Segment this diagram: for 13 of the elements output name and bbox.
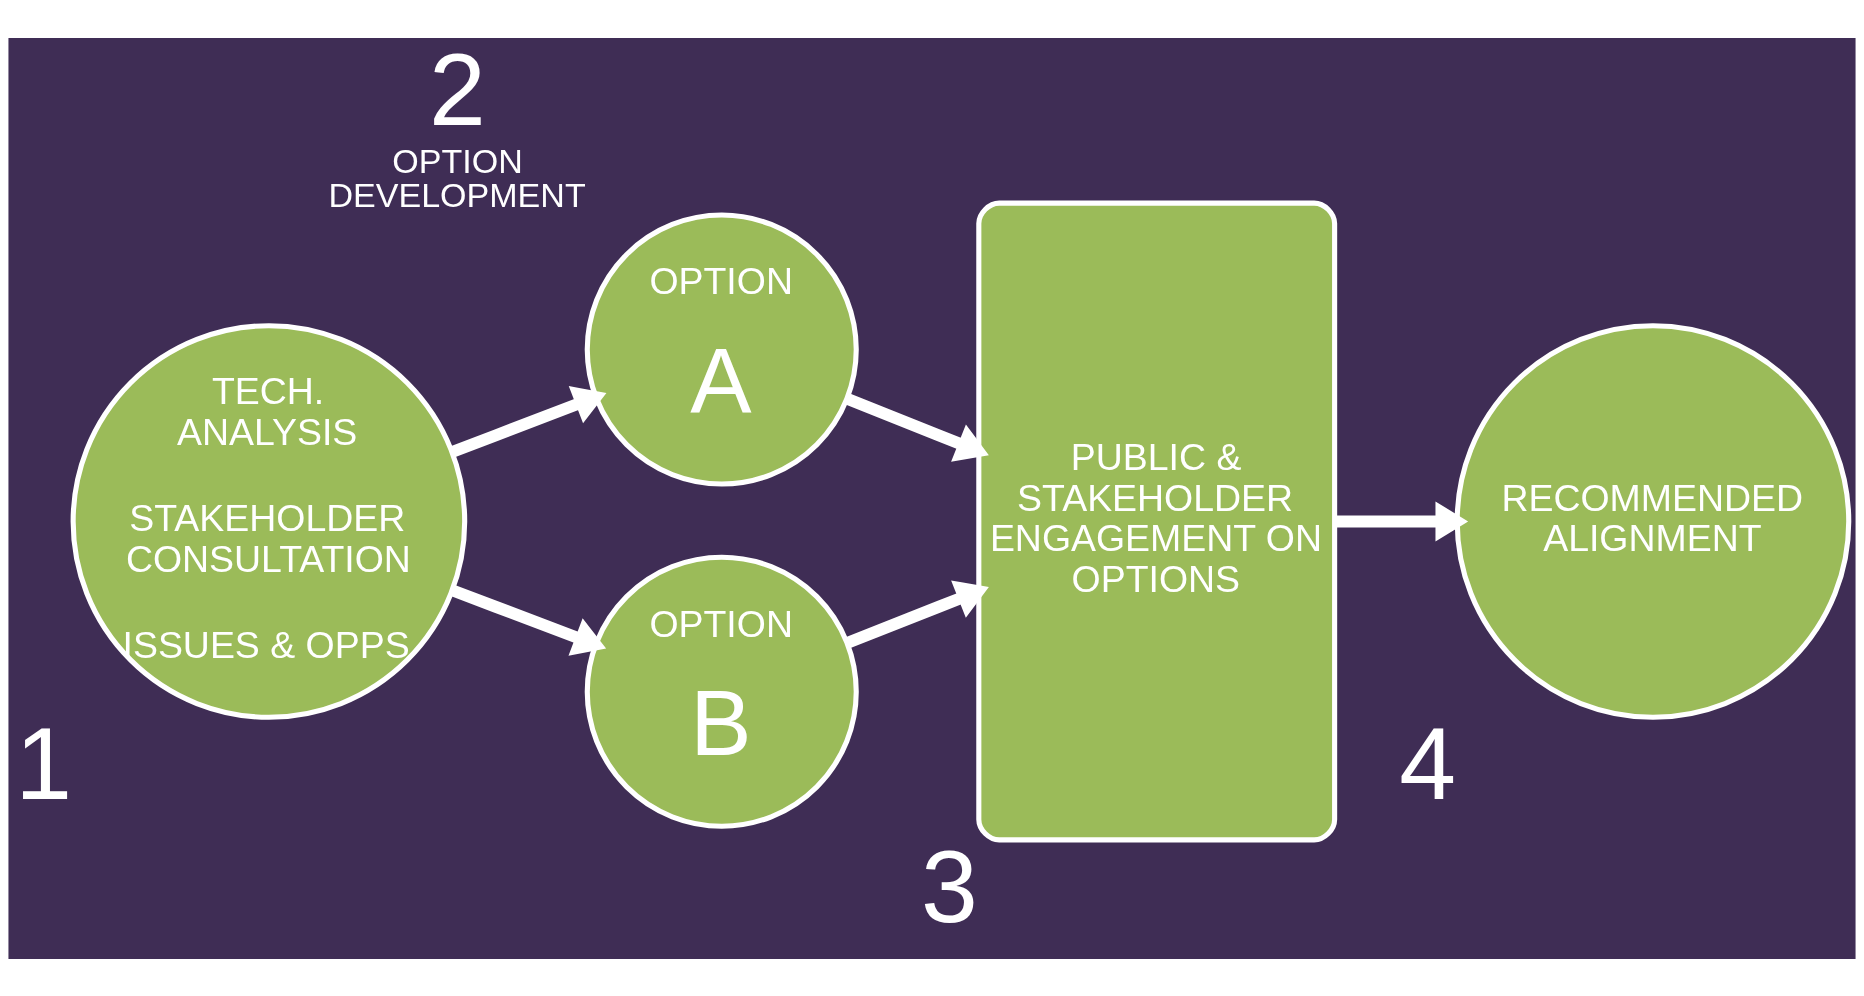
node-circle: OPTION B [584,554,859,829]
arrow [450,584,607,656]
arrow [1334,500,1469,541]
arrow [450,385,607,458]
node-label: 4 [1399,706,1457,821]
node-circle: OPTION A [584,212,859,487]
node-box: PUBLIC & STAKEHOLDER ENGAGEMENT ON OPTIONS [976,200,1338,842]
node-label: 1 [15,706,73,821]
arrow [844,392,989,462]
arrow [844,579,989,648]
node-label: 3 [920,829,978,944]
node-circle: RECOMMENDED ALIGNMENT [1454,322,1852,720]
node-circle: TECH. ANALYSIS STAKEHOLDER CONSULTATION ISSUES & OPPS [70,322,468,720]
